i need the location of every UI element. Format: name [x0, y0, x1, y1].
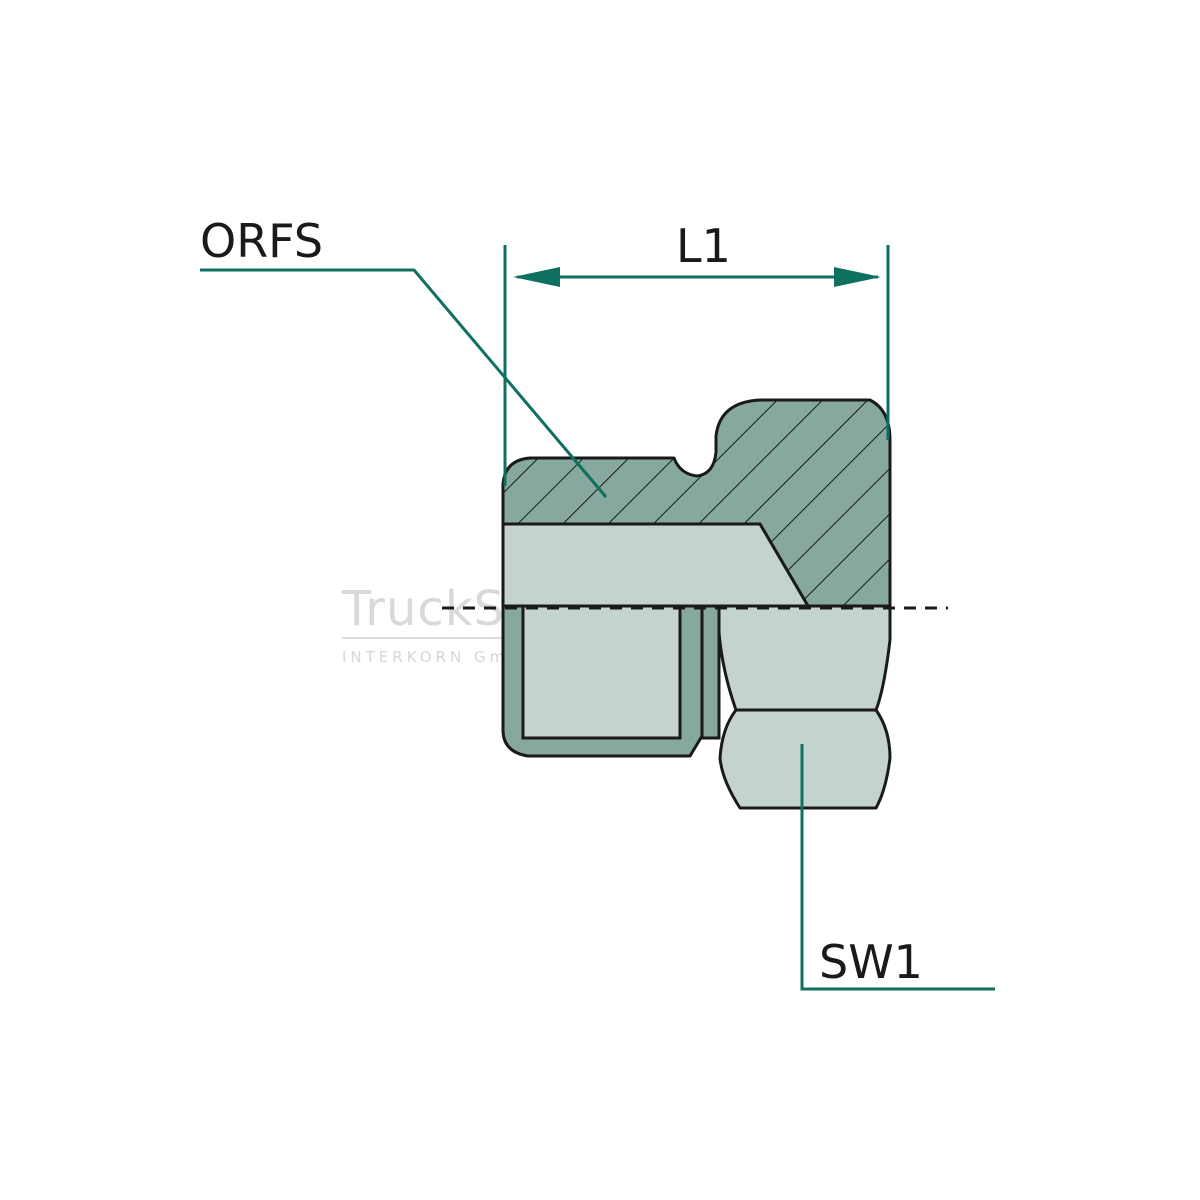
section-body-upper: [501, 398, 892, 608]
leader-line-sw1: [800, 744, 995, 991]
label-l1: L1: [676, 219, 731, 273]
leader-line-orfs: [200, 268, 608, 498]
label-orfs: ORFS: [200, 214, 323, 268]
watermark-company: INTERKORN GmbH: [342, 648, 537, 666]
thread-stub-face: [521, 604, 682, 740]
hex-lower-flat: [718, 708, 892, 810]
leader-sw1: SW1: [800, 744, 995, 991]
arrow-left-icon: [513, 267, 560, 287]
section-bore: [501, 522, 810, 608]
neck: [700, 604, 721, 740]
leader-orfs: ORFS: [200, 214, 608, 498]
arrow-right-icon: [834, 267, 881, 287]
label-sw1: SW1: [819, 935, 923, 989]
dimension-l1: L1: [503, 219, 890, 486]
hex-upper-flat: [717, 604, 892, 712]
